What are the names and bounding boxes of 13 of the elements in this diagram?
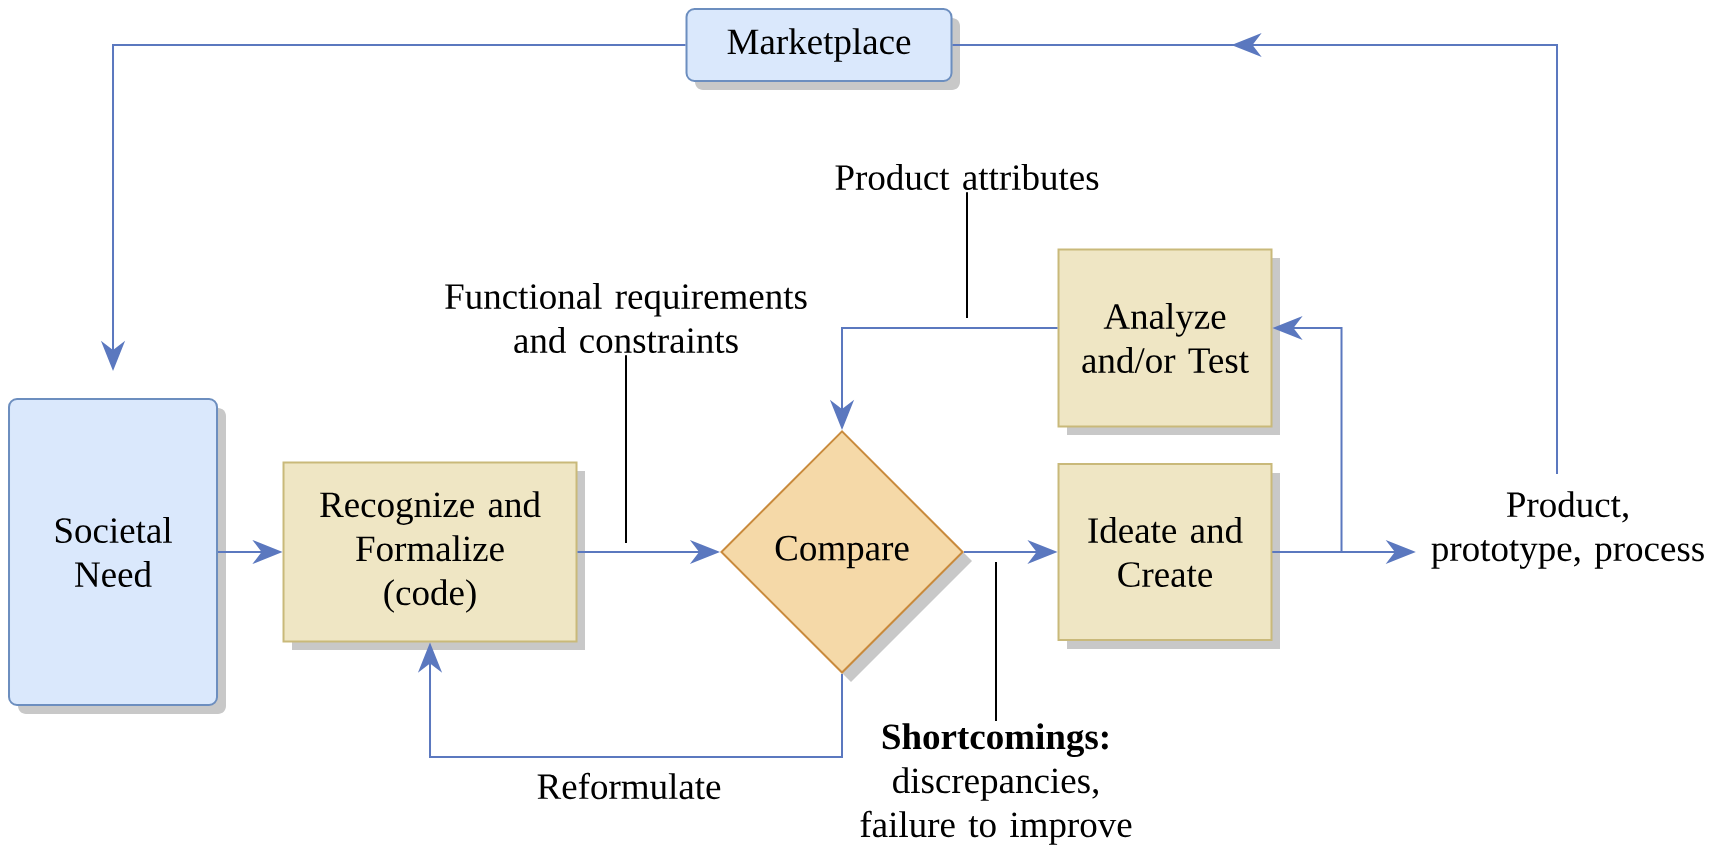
process-box: Recognize and Formalize (code) bbox=[282, 461, 585, 650]
callout-text: Product attributes bbox=[835, 164, 1099, 190]
need-box: Societal Need bbox=[8, 398, 226, 714]
output-text: Product, prototype, process bbox=[1431, 491, 1704, 569]
edge-label: Reformulate bbox=[537, 772, 721, 800]
callout-text: Shortcomings: discrepancies, failure to improve bbox=[860, 723, 1132, 845]
leader-line bbox=[966, 191, 968, 319]
leader-line bbox=[625, 354, 627, 544]
leader-line bbox=[995, 561, 997, 722]
process-box: Analyze and/or Test bbox=[1057, 248, 1280, 435]
marketplace-box: Marketplace bbox=[685, 8, 960, 90]
process-box: Ideate and Create bbox=[1057, 463, 1280, 649]
callout-text: Functional requirements and constraints bbox=[445, 283, 807, 353]
